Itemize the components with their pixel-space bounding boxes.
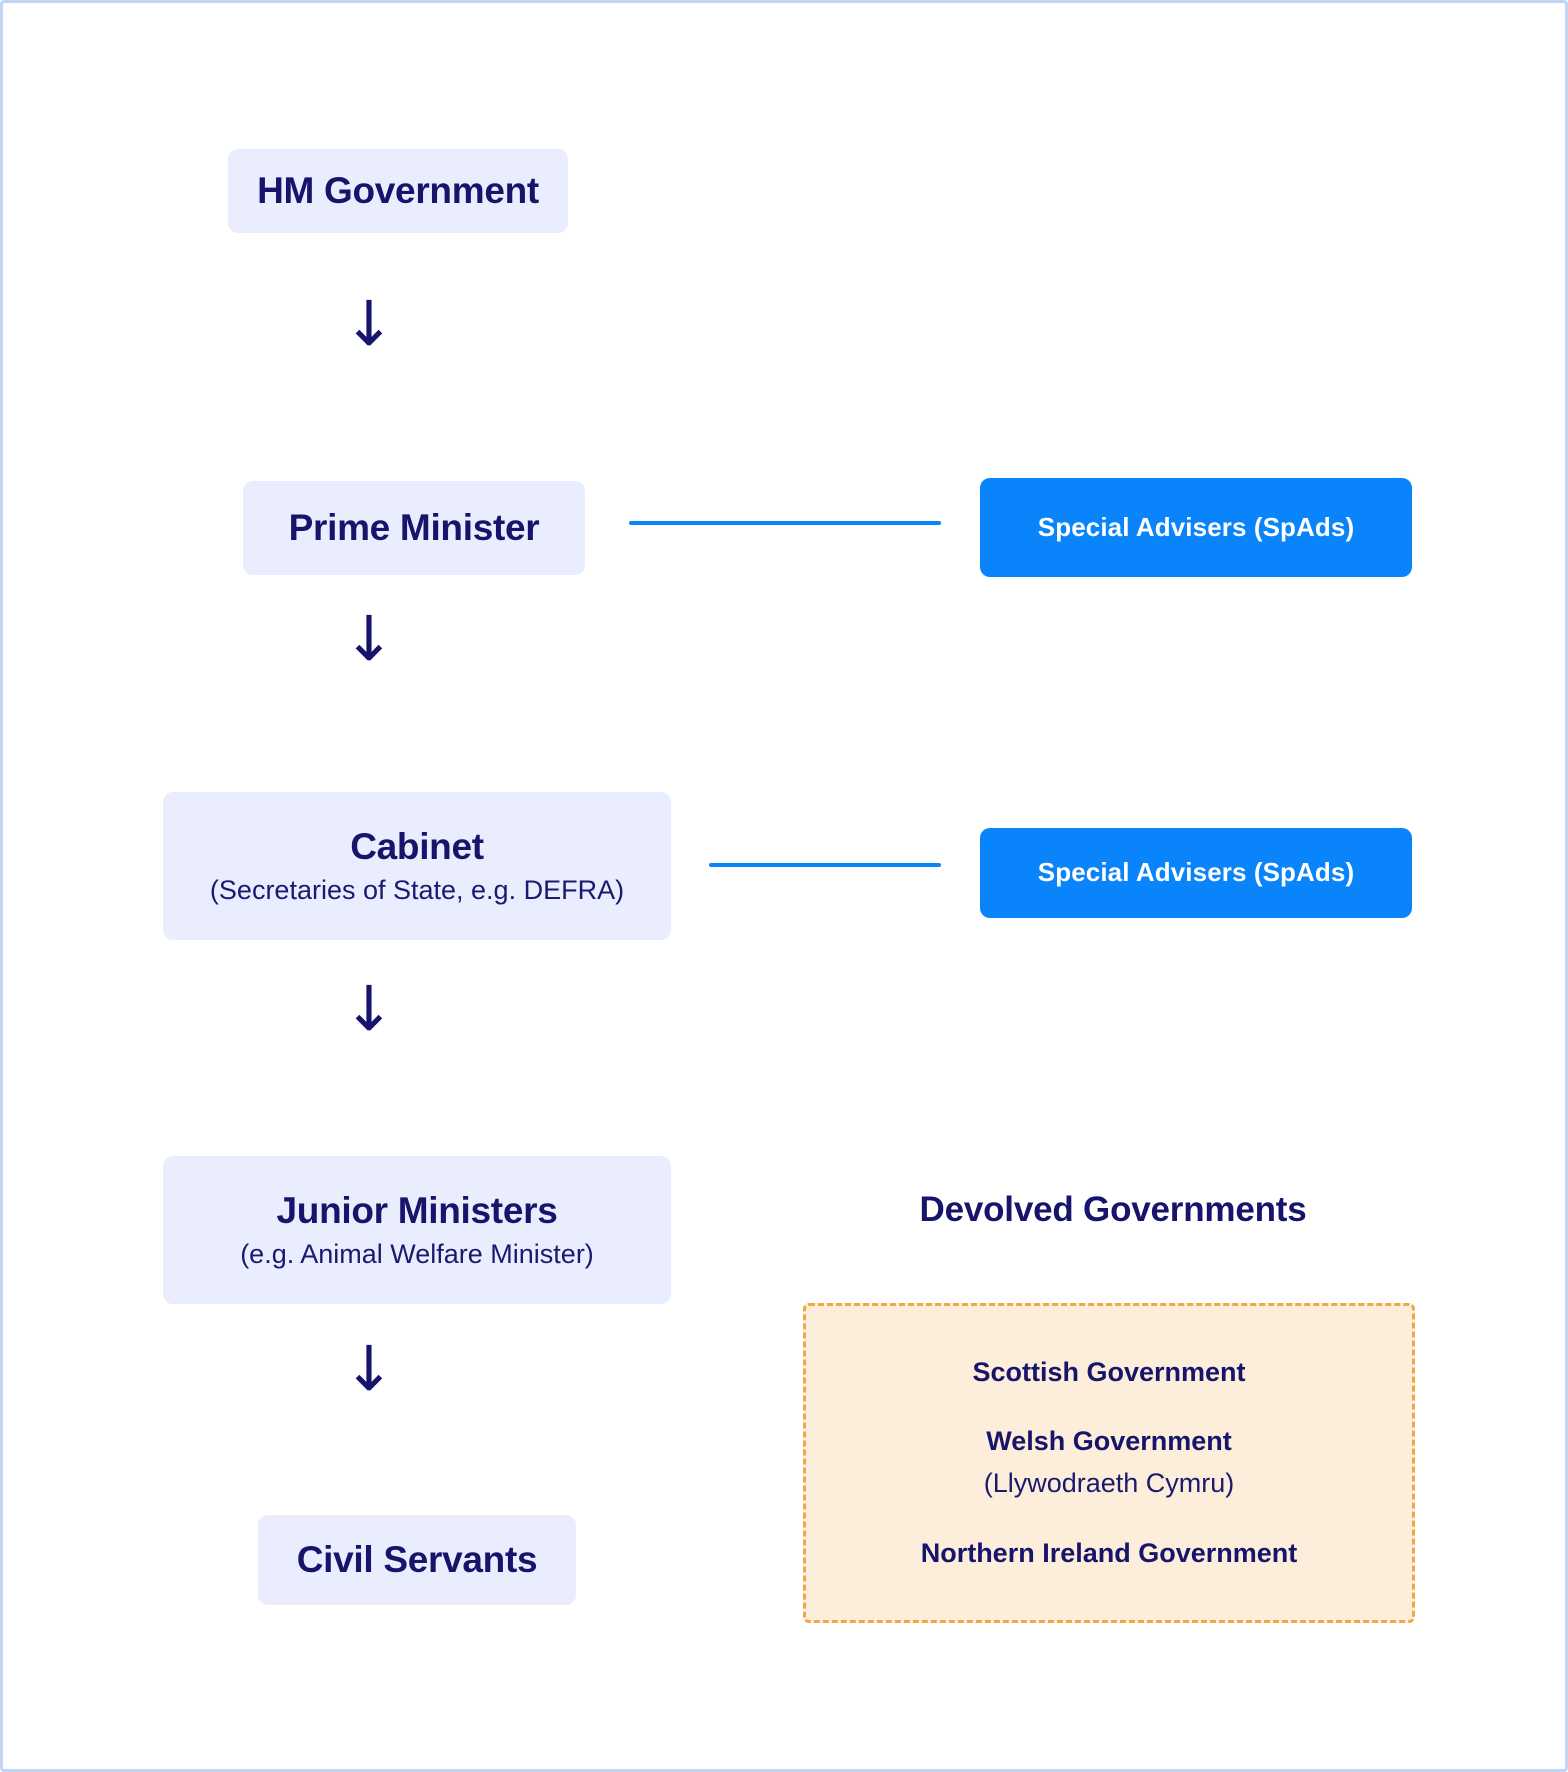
- node-special-advisers-pm-label: Special Advisers (SpAds): [1037, 511, 1355, 542]
- node-prime-minister-label: Prime Minister: [288, 507, 540, 549]
- devolved-entry-welsh-name: Welsh Government: [986, 1426, 1232, 1457]
- connector-prime-minister-to-spads: [629, 521, 941, 525]
- devolved-entry-welsh-native-name: (Llywodraeth Cymru): [983, 1468, 1235, 1499]
- arrow-cabinet-to-junior-ministers: ↓: [343, 972, 395, 1045]
- node-civil-servants[interactable]: Civil Servants: [258, 1515, 576, 1605]
- connector-cabinet-to-spads: [709, 863, 941, 867]
- node-cabinet-sublabel: (Secretaries of State, e.g. DEFRA): [209, 875, 625, 906]
- node-cabinet[interactable]: Cabinet (Secretaries of State, e.g. DEFR…: [163, 792, 671, 940]
- arrow-junior-ministers-to-civil-servants: ↓: [343, 1332, 395, 1405]
- devolved-governments-panel: Scottish Government Welsh Government (Ll…: [803, 1303, 1415, 1623]
- node-special-advisers-pm[interactable]: Special Advisers (SpAds): [980, 478, 1412, 577]
- node-special-advisers-cabinet[interactable]: Special Advisers (SpAds): [980, 828, 1412, 918]
- node-junior-ministers-label: Junior Ministers: [276, 1189, 558, 1231]
- node-junior-ministers[interactable]: Junior Ministers (e.g. Animal Welfare Mi…: [163, 1156, 671, 1304]
- devolved-entry-northern-ireland-name: Northern Ireland Government: [920, 1537, 1298, 1568]
- node-hm-government-label: HM Government: [257, 170, 539, 212]
- node-cabinet-label: Cabinet: [350, 825, 484, 867]
- devolved-entry-northern-ireland[interactable]: Northern Ireland Government: [921, 1536, 1298, 1571]
- devolved-entry-scottish-name: Scottish Government: [972, 1357, 1246, 1388]
- devolved-entry-welsh[interactable]: Welsh Government (Llywodraeth Cymru): [984, 1424, 1235, 1502]
- devolved-entry-scottish[interactable]: Scottish Government: [972, 1355, 1245, 1390]
- arrow-prime-minister-to-cabinet: ↓: [343, 602, 395, 675]
- node-junior-ministers-sublabel: (e.g. Animal Welfare Minister): [240, 1239, 594, 1270]
- node-hm-government[interactable]: HM Government: [228, 149, 568, 233]
- node-prime-minister[interactable]: Prime Minister: [243, 481, 585, 575]
- devolved-governments-heading: Devolved Governments: [919, 1190, 1307, 1229]
- arrow-hm-government-to-prime-minister: ↓: [343, 287, 395, 360]
- node-civil-servants-label: Civil Servants: [296, 1539, 538, 1581]
- node-special-advisers-cabinet-label: Special Advisers (SpAds): [1037, 857, 1355, 888]
